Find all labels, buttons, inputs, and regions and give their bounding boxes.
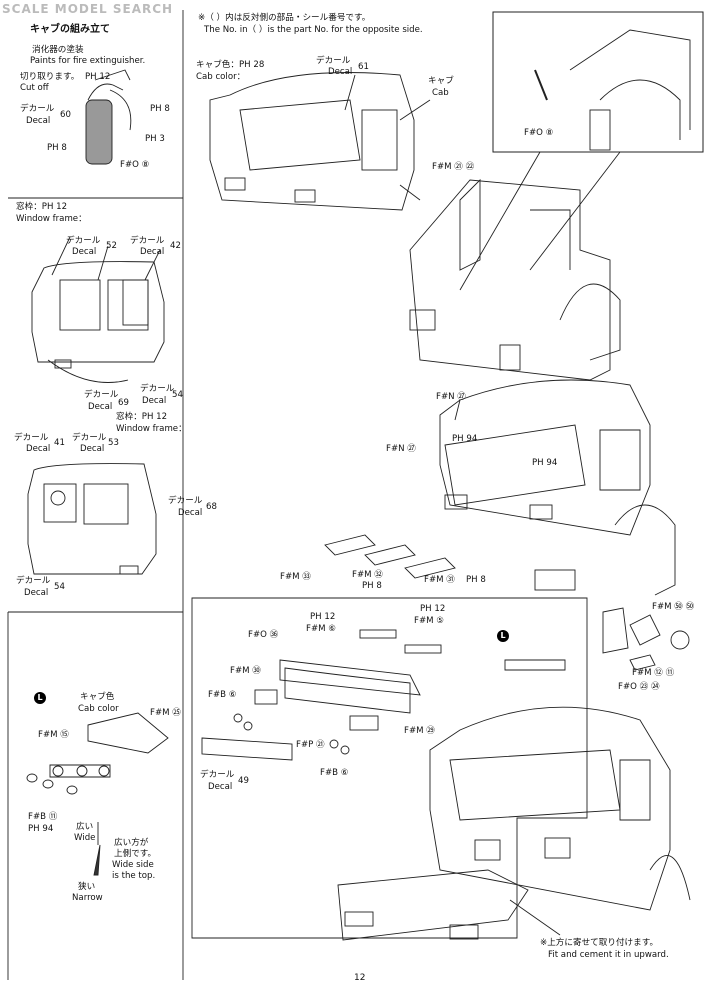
fm6-label: F#M ⑥: [306, 624, 336, 634]
narrow-en: Narrow: [72, 893, 103, 903]
decal54b-no: 54: [54, 582, 65, 592]
fo8-label: F#O ⑧: [120, 160, 150, 170]
badge-l-2: L: [497, 630, 509, 642]
cab-color-jp: キャブ色: [80, 692, 115, 702]
decal42-jp: デカール: [130, 236, 165, 246]
note-en-1: Wide side: [112, 860, 154, 870]
note-jp-2: 上側です。: [114, 849, 157, 859]
decal68-jp: デカール: [168, 496, 203, 506]
final-note-en: Fit and cement it in upward.: [548, 950, 669, 960]
cab-color-main-jp: キャブ色：PH 28: [196, 60, 265, 70]
decal52-en: Decal: [72, 247, 97, 257]
decal54-en: Decal: [142, 396, 167, 406]
watermark: SCALE MODEL SEARCH: [2, 2, 174, 16]
decal61-jp: デカール: [316, 56, 351, 66]
header-note-jp: ※（ ）内は反対側の部品・シール番号です。: [198, 13, 371, 23]
fm30-label: F#M ㉚: [230, 666, 261, 676]
ph8c-label: PH 8: [362, 581, 382, 591]
cab-en: Cab: [432, 88, 449, 98]
page-number: 12: [354, 973, 366, 983]
decal53-jp: デカール: [72, 433, 107, 443]
decal69-no: 69: [118, 398, 129, 408]
fb11-label: F#B ⑪: [28, 812, 58, 822]
ph94-label: PH 94: [28, 824, 54, 834]
fm33-label: F#M ㉝: [280, 572, 311, 582]
decal61-en: Decal: [328, 67, 353, 77]
decal69-en: Decal: [88, 402, 113, 412]
wide-jp: 広い: [76, 822, 94, 832]
bumper-decal-jp: デカール: [200, 770, 235, 780]
fe-decal-jp: デカール: [20, 104, 55, 114]
fn27a-label: F#N ㉗: [436, 392, 466, 402]
decal54b-en: Decal: [24, 588, 49, 598]
decal69-jp: デカール: [84, 390, 119, 400]
note-jp-1: 広い方が: [114, 838, 149, 848]
ph94a-label: PH 94: [452, 434, 478, 444]
fm5-label: F#M ⑤: [414, 616, 444, 626]
ph8-label-b: PH 8: [150, 104, 170, 114]
fire-ext-title-jp: 消化器の塗装: [32, 45, 84, 55]
decal54-jp: デカール: [140, 384, 175, 394]
fm64-label: F#M ㊿ ㊿: [652, 602, 695, 612]
header-note-en: The No. in（ ）is the part No. for the opp…: [204, 25, 423, 35]
fm21-label: F#M ㉑ ㉒: [432, 162, 475, 172]
decal68-en: Decal: [178, 508, 203, 518]
fo8-inset: F#O ⑧: [524, 128, 554, 138]
window-frame-2-jp: 窓枠：PH 12: [116, 412, 168, 422]
fo36-label: F#O ㊱: [248, 630, 279, 640]
decal41-en: Decal: [26, 444, 51, 454]
fm29-label: F#M ㉙: [404, 726, 435, 736]
fm12-label: F#M ⑫ ⑪: [632, 668, 675, 678]
cab-color-main-en: Cab color：: [196, 72, 246, 82]
note-en-2: is the top.: [112, 871, 156, 881]
fm32-label: F#M ㉜: [352, 570, 383, 580]
decal54b-jp: デカール: [16, 576, 51, 586]
decal42-no: 42: [170, 241, 181, 251]
fb6b-label: F#B ⑥: [320, 768, 349, 778]
final-note-jp: ※上方に寄せて取り付けます。: [540, 938, 659, 948]
badge-l-1: L: [34, 692, 46, 704]
wide-en: Wide: [74, 833, 96, 843]
fb6a-label: F#B ⑥: [208, 690, 237, 700]
decal52-no: 52: [106, 241, 117, 251]
ph12-label: PH 12: [85, 72, 111, 82]
decal52-jp: デカール: [66, 236, 101, 246]
section-title: キャブの組み立て: [30, 24, 110, 35]
fm25-label: F#M ㉕: [150, 708, 181, 718]
narrow-jp: 狭い: [78, 882, 96, 892]
bumper-decal-en: Decal: [208, 782, 233, 792]
cut-off-en: Cut off: [20, 83, 49, 93]
ph8d-label: PH 8: [466, 575, 486, 585]
ph12a-label: PH 12: [310, 612, 336, 622]
decal61-no: 61: [358, 62, 369, 72]
fn27b-label: F#N ㉗: [386, 444, 416, 454]
ph8-label-a: PH 8: [47, 143, 67, 153]
window-frame-1-en: Window frame：: [16, 214, 87, 224]
decal41-jp: デカール: [14, 433, 49, 443]
cab-jp: キャブ: [428, 76, 454, 86]
fp21-label: F#P ㉑: [296, 740, 325, 750]
decal53-no: 53: [108, 438, 119, 448]
fm15-label: F#M ⑮: [38, 730, 69, 740]
fo23-label: F#O ㉓ ㉔: [618, 682, 660, 692]
window-frame-1-jp: 窓枠：PH 12: [16, 202, 68, 212]
ph12b-label: PH 12: [420, 604, 446, 614]
decal42-en: Decal: [140, 247, 165, 257]
window-frame-2-en: Window frame：: [116, 424, 187, 434]
cut-off-jp: 切り取ります。: [20, 72, 80, 82]
fe-decal-en: Decal: [26, 116, 51, 126]
ph94b-label: PH 94: [532, 458, 558, 468]
decal41-no: 41: [54, 438, 65, 448]
ph3-label: PH 3: [145, 134, 165, 144]
fire-ext-title-en: Paints for fire extinguisher.: [30, 56, 146, 66]
decal54-no: 54: [172, 390, 183, 400]
bumper-decal-no: 49: [238, 776, 249, 786]
decal53-en: Decal: [80, 444, 105, 454]
decal68-no: 68: [206, 502, 217, 512]
cab-color-en: Cab color: [78, 704, 119, 714]
fm31-label: F#M ㉛: [424, 575, 455, 585]
fe-decal-no: 60: [60, 110, 71, 120]
